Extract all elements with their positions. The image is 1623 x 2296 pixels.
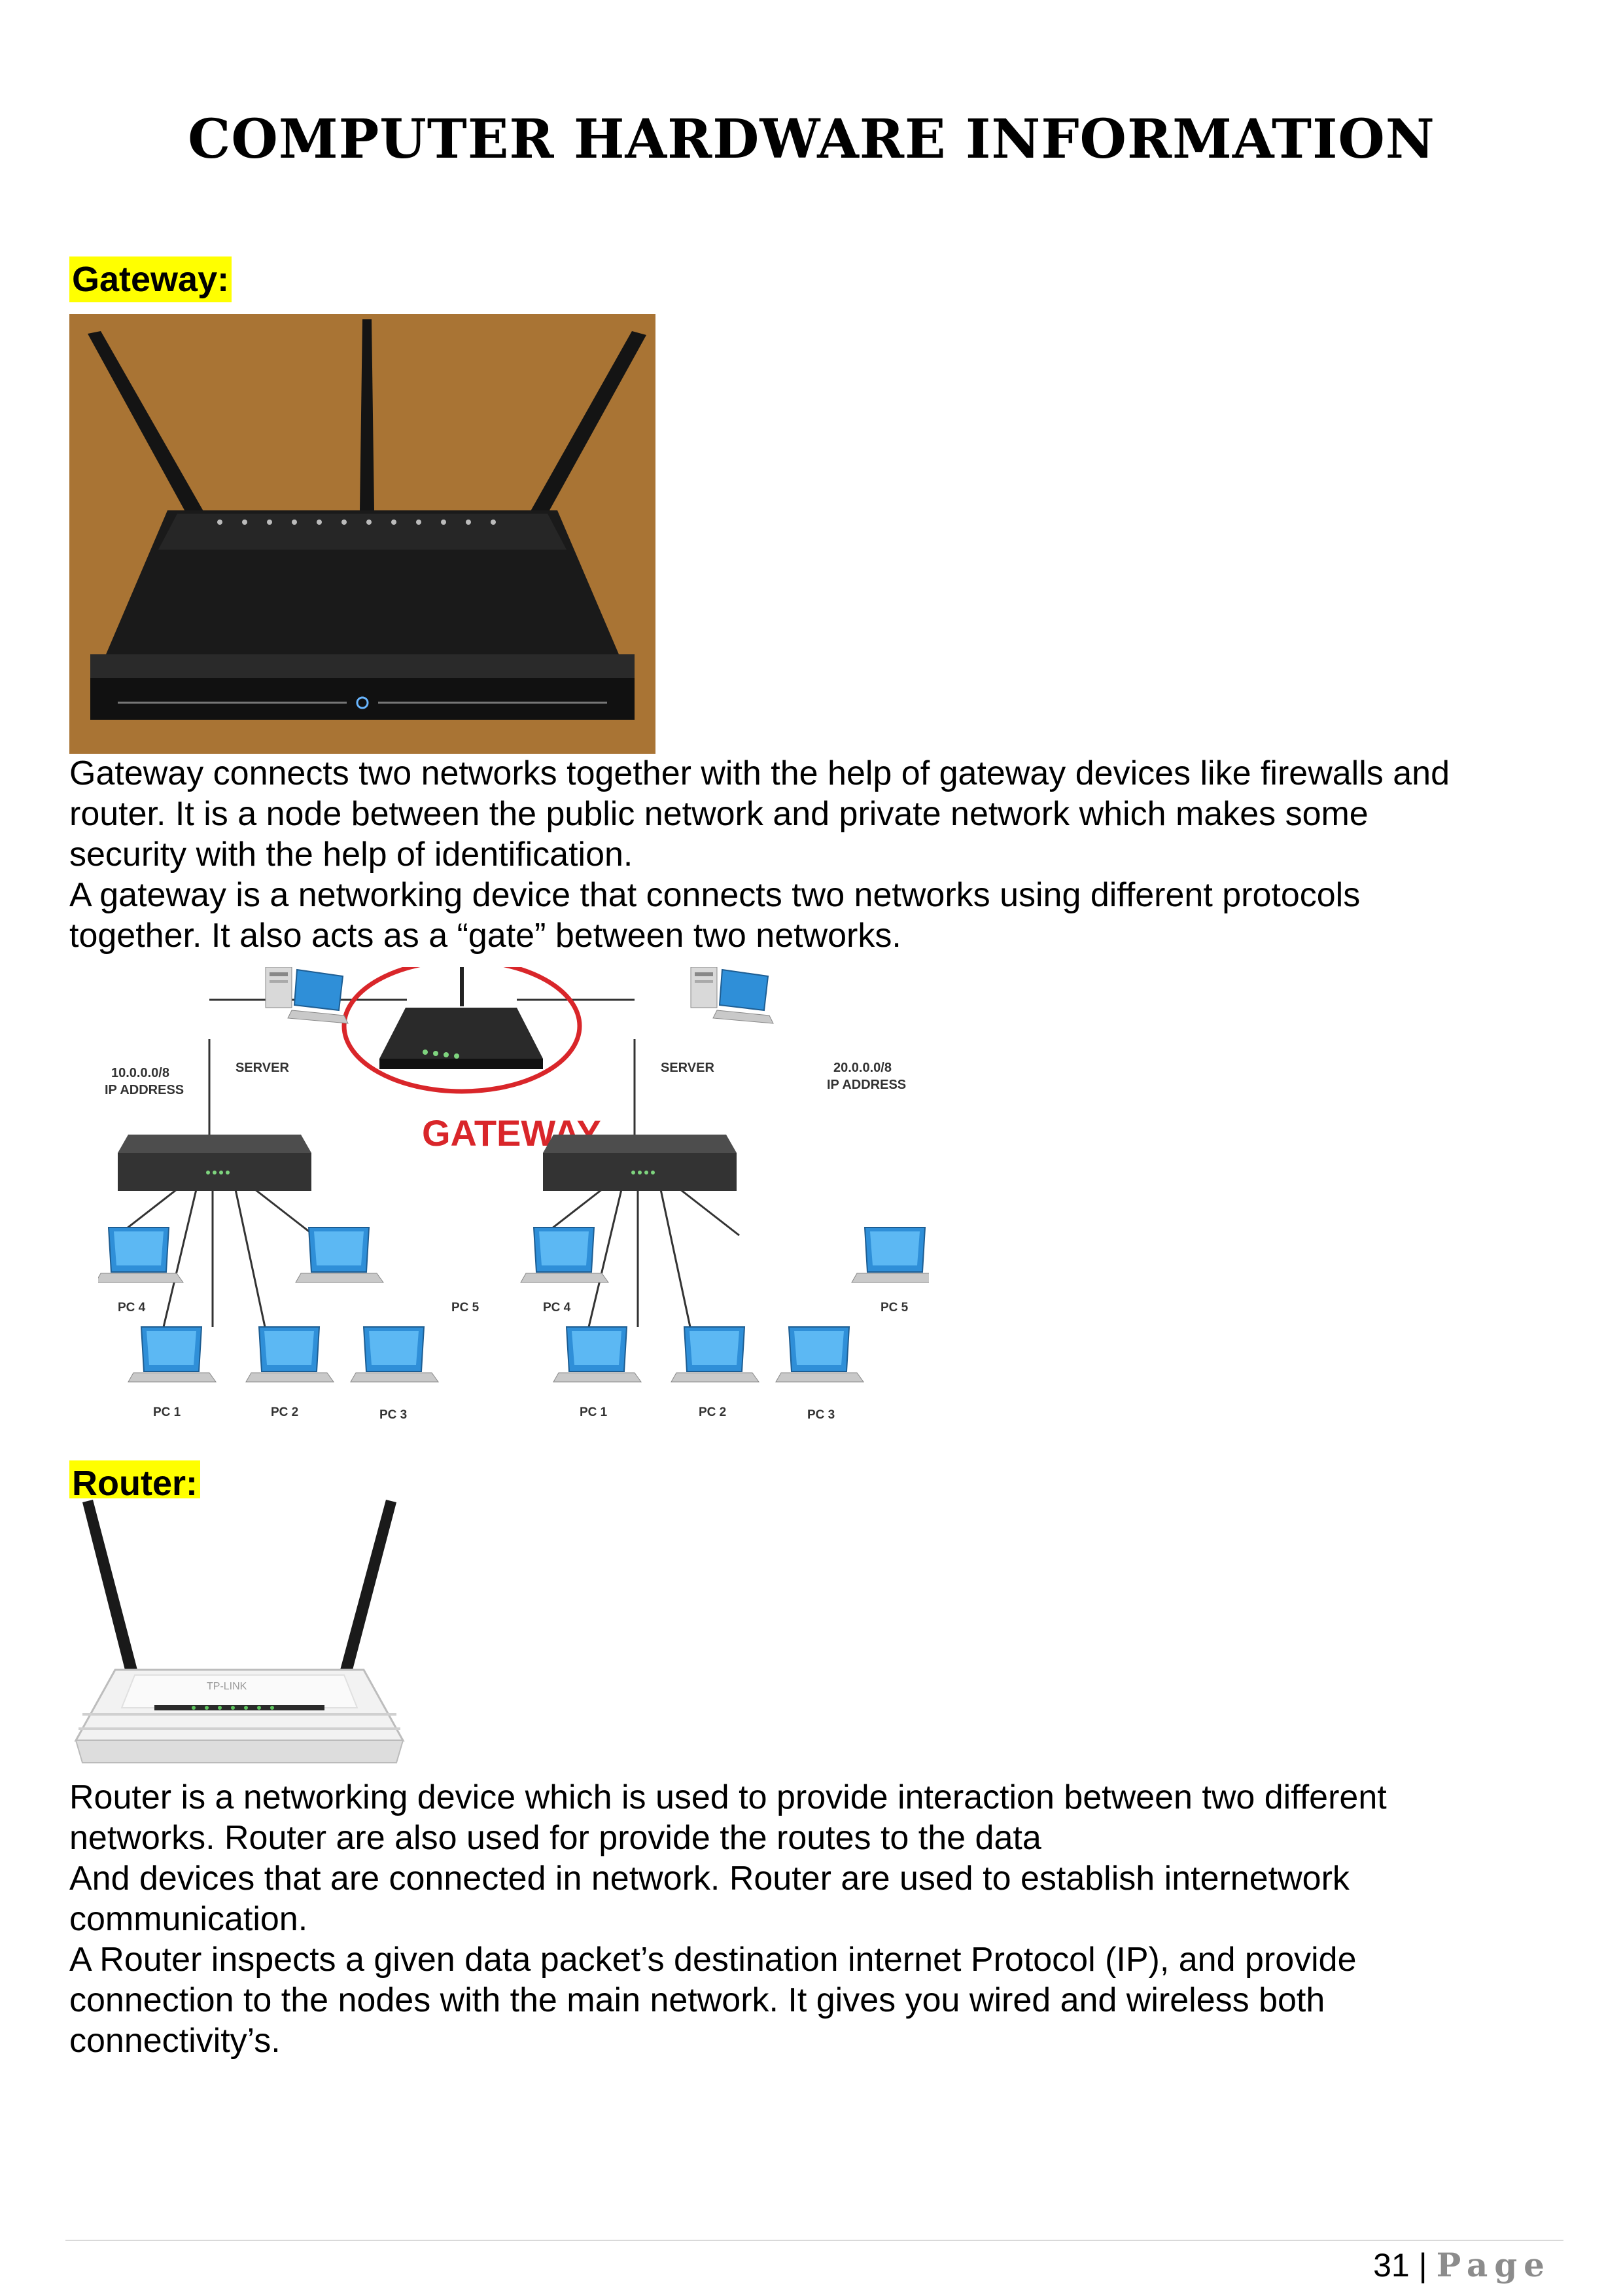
pc-label: PC 4 (543, 1301, 571, 1315)
text-line: security with the help of identification… (69, 836, 633, 874)
left-network-address: 10.0.0.0/8 (111, 1066, 169, 1080)
pc-label: PC 4 (118, 1301, 146, 1315)
pc-label: PC 3 (379, 1408, 407, 1422)
pc-label: PC 2 (271, 1405, 298, 1419)
left-server-label: SERVER (236, 1061, 289, 1075)
text-line: communication. (69, 1900, 308, 1938)
left-server-icon (265, 967, 349, 1024)
gateway-circle (341, 967, 582, 1094)
laptop-icon (98, 1227, 184, 1283)
text-line: connection to the nodes with the main ne… (69, 1981, 1325, 2019)
page-word: Page (1436, 2246, 1551, 2284)
right-server-label: SERVER (661, 1061, 714, 1075)
gateway-heading: Gateway: (69, 256, 232, 302)
router-device-photo: TP-LINK (69, 1498, 410, 1781)
text-line: together. It also acts as a “gate” betwe… (69, 917, 901, 955)
pc-label: PC 1 (153, 1405, 181, 1419)
pc-label: PC 5 (451, 1301, 480, 1315)
text-line: A gateway is a networking device that co… (69, 876, 1361, 914)
footer-separator: | (1418, 2247, 1427, 2284)
text-line: And devices that are connected in networ… (69, 1860, 1350, 1898)
laptop-icon (553, 1326, 642, 1383)
page-title: COMPUTER HARDWARE INFORMATION (188, 108, 1435, 171)
laptop-icon (245, 1326, 334, 1383)
right-server-icon (690, 967, 774, 1024)
laptop-icon (775, 1326, 864, 1383)
laptop-icon (295, 1227, 384, 1283)
text-line: networks. Router are also used for provi… (69, 1819, 1041, 1857)
gateway-description: Gateway connects two networks together w… (69, 753, 1574, 956)
pc-label: PC 3 (807, 1408, 835, 1422)
router-description: Router is a networking device which is u… (69, 1777, 1574, 2061)
laptop-icon (671, 1326, 759, 1383)
text-line: Router is a networking device which is u… (69, 1778, 1387, 1816)
page-footer: 31 | Page (1373, 2246, 1551, 2284)
left-switch-icon (118, 1135, 311, 1191)
gateway-device-photo (69, 314, 655, 754)
pc-label: PC 5 (881, 1301, 909, 1315)
laptop-icon (851, 1227, 929, 1283)
gateway-network-diagram: GATEWAY SERVER SERVER 10.0.0.0/8 IP ADDR… (98, 967, 929, 1422)
right-address-label: IP ADDRESS (827, 1078, 906, 1092)
footer-rule (65, 2240, 1563, 2241)
right-switch-icon (543, 1135, 737, 1191)
text-line: Gateway connects two networks together w… (69, 754, 1450, 792)
laptop-icon (350, 1326, 439, 1383)
pc-label: PC 1 (580, 1405, 608, 1419)
laptop-icon (128, 1326, 217, 1383)
laptop-icon (520, 1227, 609, 1283)
left-address-label: IP ADDRESS (105, 1083, 184, 1097)
page-number: 31 (1373, 2247, 1410, 2284)
right-network-address: 20.0.0.0/8 (833, 1061, 892, 1075)
text-line: connectivity’s. (69, 2022, 281, 2060)
text-line: router. It is a node between the public … (69, 795, 1369, 833)
text-line: A Router inspects a given data packet’s … (69, 1941, 1357, 1979)
router-brand-label: TP-LINK (207, 1681, 247, 1692)
pc-label: PC 2 (699, 1405, 726, 1419)
